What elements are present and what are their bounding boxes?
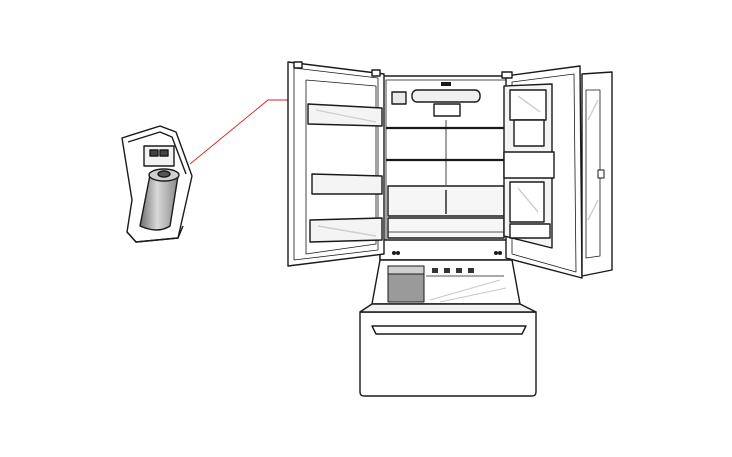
- ice-bucket-upper: [509, 89, 547, 121]
- water-filter-icon: [121, 125, 193, 243]
- pantry-controls: [432, 268, 474, 273]
- right-door-bin: [503, 151, 555, 179]
- filter-head: [143, 145, 175, 167]
- filter-cartridge: [139, 174, 179, 231]
- left-door-bin-2: [311, 173, 383, 195]
- outer-door-panel: [581, 71, 613, 277]
- top-light-bar: [411, 89, 481, 103]
- freezer-handle: [371, 325, 527, 335]
- left-door-bin-1: [307, 103, 383, 127]
- left-door-bin-3: [309, 217, 383, 243]
- crisper-drawer-lower: [387, 217, 505, 239]
- light-panel: [433, 103, 461, 117]
- filter-location: [391, 91, 407, 105]
- filter-housing-rim: [127, 131, 187, 175]
- freezer-drawer: [359, 311, 537, 397]
- refrigerator-icon: [287, 61, 613, 397]
- divider-panel: [379, 239, 513, 261]
